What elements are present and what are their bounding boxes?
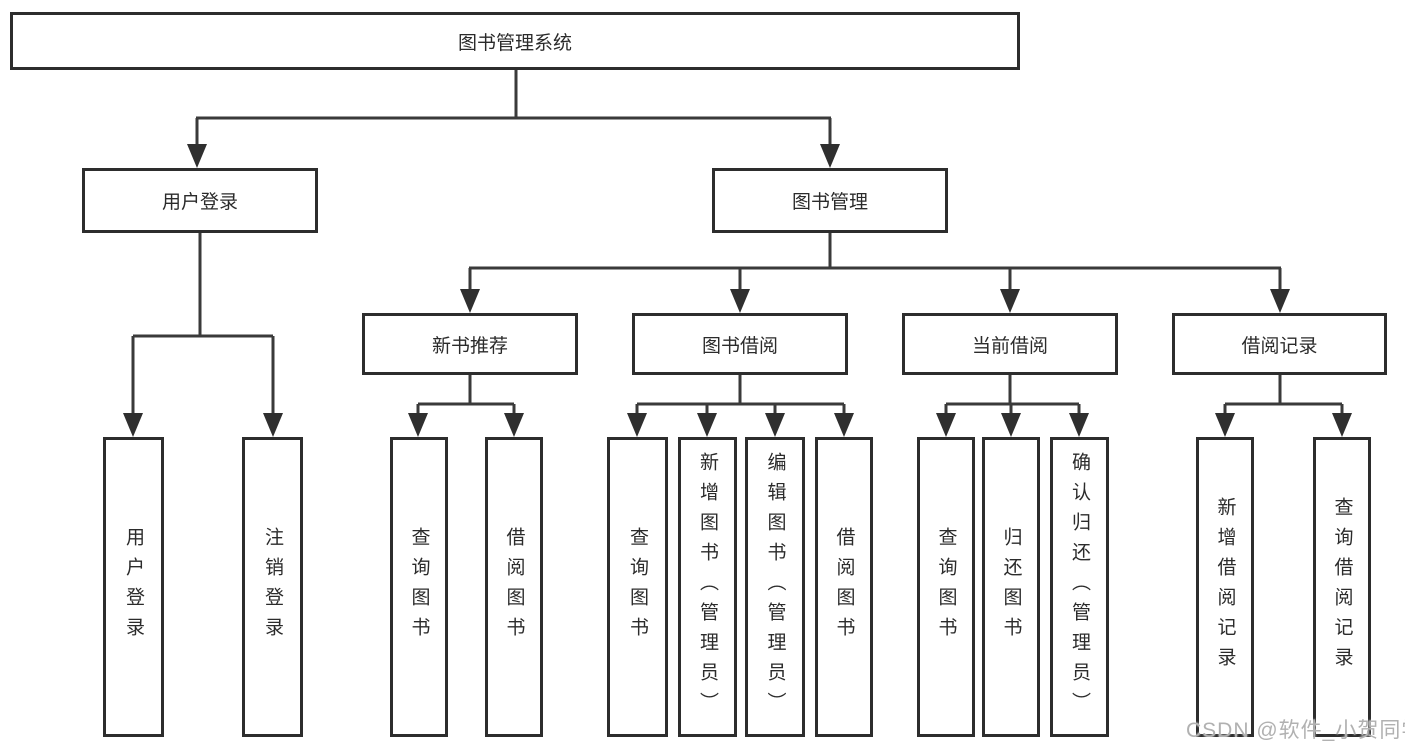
- node-current-borrow-label: 当前借阅: [971, 335, 1048, 357]
- leaf-query-books-current: 查询图书: [917, 437, 975, 737]
- leaf-query-books-borrow: 查询图书: [607, 437, 668, 737]
- leaf-edit-books-admin-label: 编辑图书（管理员）: [764, 452, 786, 722]
- leaf-edit-books-admin: 编辑图书（管理员）: [745, 437, 805, 737]
- node-borrow-records: 借阅记录: [1172, 313, 1387, 375]
- node-borrow-records-label: 借阅记录: [1241, 335, 1318, 357]
- node-book-management-label: 图书管理: [791, 192, 868, 213]
- leaf-query-books-newrec: 查询图书: [390, 437, 448, 737]
- leaf-query-books-newrec-label: 查询图书: [408, 527, 430, 647]
- leaf-query-borrow-record: 查询借阅记录: [1313, 437, 1371, 737]
- leaf-logout: 注销登录: [242, 437, 303, 737]
- leaf-borrow-books-newrec: 借阅图书: [485, 437, 543, 737]
- node-current-borrow: 当前借阅: [902, 313, 1118, 375]
- leaf-add-books-admin: 新增图书（管理员）: [678, 437, 737, 737]
- leaf-confirm-return-admin: 确认归还（管理员）: [1050, 437, 1109, 737]
- leaf-user-login-label: 用户登录: [123, 527, 144, 647]
- leaf-query-borrow-record-label: 查询借阅记录: [1331, 497, 1353, 677]
- leaf-logout-label: 注销登录: [262, 527, 283, 647]
- leaf-query-books-current-label: 查询图书: [935, 527, 957, 647]
- node-book-management: 图书管理: [712, 168, 948, 233]
- leaf-user-login: 用户登录: [103, 437, 164, 737]
- node-new-book-recommend: 新书推荐: [362, 313, 578, 375]
- node-user-login-label: 用户登录: [161, 192, 238, 213]
- connector-paths: [131, 70, 1344, 420]
- node-root: 图书管理系统: [10, 12, 1020, 70]
- leaf-query-books-borrow-label: 查询图书: [627, 527, 648, 647]
- node-book-borrow-label: 图书借阅: [701, 335, 778, 357]
- leaf-confirm-return-admin-label: 确认归还（管理员）: [1069, 452, 1090, 722]
- leaf-add-books-admin-label: 新增图书（管理员）: [697, 452, 718, 722]
- csdn-watermark: CSDN @软件_小贺同学: [1186, 719, 1405, 742]
- leaf-add-borrow-record-label: 新增借阅记录: [1214, 497, 1236, 677]
- leaf-borrow-books-newrec-label: 借阅图书: [503, 527, 525, 647]
- arrowheads: [123, 144, 1352, 437]
- leaf-borrow-books-borrow: 借阅图书: [815, 437, 873, 737]
- leaf-borrow-books-borrow-label: 借阅图书: [833, 527, 855, 647]
- leaf-return-books: 归还图书: [982, 437, 1040, 737]
- node-new-book-recommend-label: 新书推荐: [431, 335, 508, 357]
- node-root-label: 图书管理系统: [457, 32, 572, 54]
- leaf-add-borrow-record: 新增借阅记录: [1196, 437, 1254, 737]
- node-user-login: 用户登录: [82, 168, 318, 233]
- leaf-return-books-label: 归还图书: [1000, 527, 1022, 647]
- node-book-borrow: 图书借阅: [632, 313, 848, 375]
